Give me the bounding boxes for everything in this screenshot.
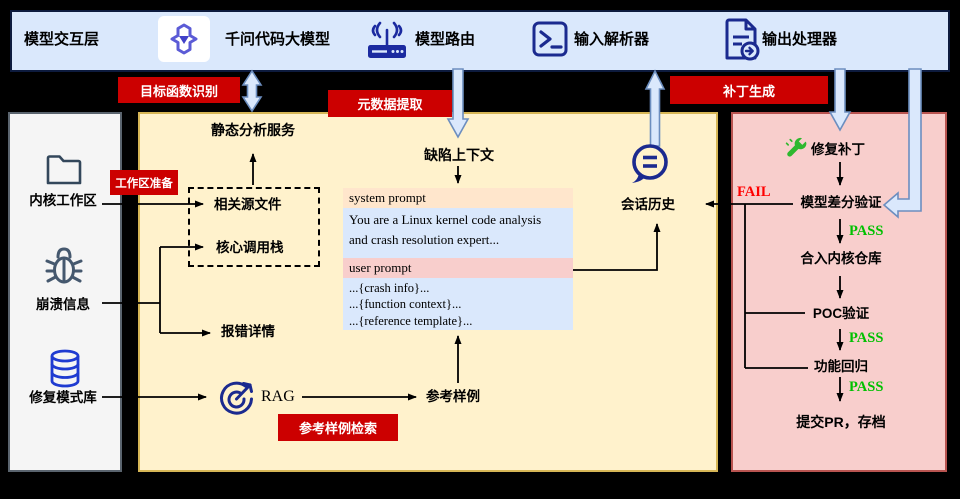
prompt-user-header: user prompt [343, 258, 573, 278]
pass-label-1: PASS [849, 223, 884, 239]
router-icon [364, 18, 410, 62]
qwen-logo-icon [158, 16, 210, 62]
label-patch-generation: 补丁生成 [670, 76, 828, 104]
pass-label-3: PASS [849, 379, 884, 395]
bar-item-qwen-label: 千问代码大模型 [225, 31, 331, 48]
bug-icon [44, 244, 84, 288]
node-kernel-workspace: 内核工作区 [29, 193, 97, 208]
node-defect-context: 缺陷上下文 [424, 147, 494, 163]
fail-label: FAIL [737, 184, 771, 200]
prompt-user-body: ...{crash info}... ...{function context}… [343, 278, 573, 330]
node-core-callstack: 核心调用栈 [216, 240, 284, 255]
prompt-user-line3: ...{reference template}... [349, 313, 473, 328]
node-static-analysis: 静态分析服务 [211, 122, 295, 138]
node-merge-kernel-repo: 合入内核仓库 [800, 251, 882, 266]
bar-title: 模型交互层 [24, 31, 100, 48]
bar-item-output-label: 输出处理器 [762, 31, 838, 48]
label-metadata-extraction: 元数据提取 [328, 90, 452, 117]
label-ref-sample-search: 参考样例检索 [278, 414, 398, 441]
node-diff-verify: 模型差分验证 [800, 195, 882, 210]
folder-icon [44, 151, 84, 187]
prompt-system-header: system prompt [343, 188, 573, 208]
node-ref-sample: 参考样例 [426, 389, 480, 404]
prompt-system-line1: You are a Linux kernel code analysis [349, 212, 542, 227]
rag-target-icon [217, 377, 257, 419]
node-crash-info: 崩溃信息 [36, 297, 90, 312]
chat-history-icon [626, 141, 672, 191]
prompt-user-line1: ...{crash info}... [349, 281, 430, 295]
node-fix-pattern-lib: 修复模式库 [29, 390, 97, 405]
node-func-regression: 功能回归 [814, 359, 868, 374]
wrench-icon [784, 136, 809, 161]
prompt-system-body: You are a Linux kernel code analysis and… [343, 208, 573, 258]
node-related-source-files: 相关源文件 [214, 197, 282, 212]
node-fix-patch: 修复补丁 [811, 142, 865, 157]
node-chat-history: 会话历史 [621, 197, 675, 212]
node-error-detail: 报错详情 [221, 324, 275, 339]
label-workspace-prep: 工作区准备 [110, 170, 178, 195]
terminal-icon [532, 21, 568, 57]
prompt-system-line2: and crash resolution expert... [349, 231, 500, 247]
bar-item-router-label: 模型路由 [415, 31, 476, 48]
database-icon [47, 349, 83, 389]
input-sources-panel [8, 112, 122, 472]
node-submit-pr-archive: 提交PR，存档 [796, 414, 886, 430]
label-target-fn-recognition: 目标函数识别 [118, 77, 240, 103]
extracted-context-group [188, 187, 320, 267]
pass-label-2: PASS [849, 330, 884, 346]
doc-output-icon [720, 16, 762, 62]
prompt-user-line2: ...{function context}... [349, 297, 462, 312]
node-poc-verify: POC验证 [812, 306, 870, 321]
bar-item-parser-label: 输入解析器 [574, 31, 650, 48]
node-rag: RAG [261, 388, 295, 405]
